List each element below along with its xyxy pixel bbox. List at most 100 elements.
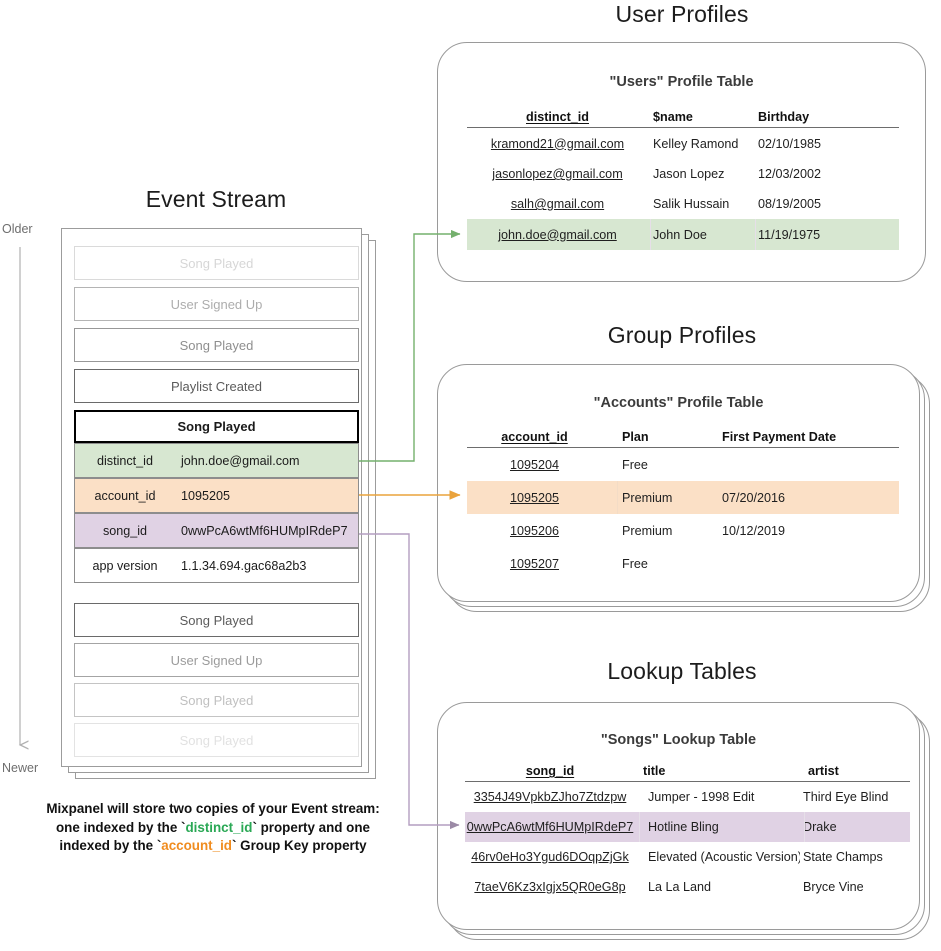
table-row[interactable]: 1095204 Free [467,448,899,481]
cell-song-id: 0wwPcA6wtMf6HUMpIRdeP7 [466,820,634,834]
event-row[interactable]: Playlist Created [74,369,359,403]
table-row[interactable]: salh@gmail.com Salik Hussain 08/19/2005 [467,189,899,219]
caption-line-2-pre: one indexed by the ` [56,819,186,835]
event-row[interactable]: User Signed Up [74,287,359,321]
column-header-birthday: Birthday [758,110,810,124]
focused-event-name: Song Played [177,419,256,434]
caption-token-account-id: account_id [161,838,232,853]
event-row[interactable]: User Signed Up [74,643,359,677]
column-header-name: $name [653,110,693,124]
column-header-distinct-id: distinct_id [526,110,589,124]
cell-birthday: 12/03/2002 [758,167,822,181]
property-key: account_id [94,488,156,503]
cell-name: John Doe [653,227,707,242]
column-header-song-id: song_id [525,764,575,778]
event-row-label: User Signed Up [170,296,263,312]
table-row[interactable]: 1095207 Free [467,547,899,580]
table-row[interactable]: 3354J49VpkbZJho7Ztdzpw Jumper - 1998 Edi… [465,782,910,812]
users-profile-table: distinct_id $name Birthday kramond21@gma… [467,100,899,250]
table-header-row: account_id Plan First Payment Date [467,420,899,448]
cell-name: Kelley Ramond [653,136,739,151]
event-row-label: User Signed Up [170,652,263,668]
table-row-highlighted[interactable]: 0wwPcA6wtMf6HUMpIRdeP7 Hotline Bling Dra… [465,812,910,842]
table-row[interactable]: jasonlopez@gmail.com Jason Lopez 12/03/2… [467,159,899,189]
table-row-highlighted[interactable]: 1095205 Premium 07/20/2016 [467,481,899,514]
cell-account-id: 1095205 [509,490,560,505]
event-row[interactable]: Song Played [74,683,359,717]
property-value: john.doe@gmail.com [181,453,300,468]
table-header-row: song_id title artist [465,756,910,782]
cell-title: Jumper - 1998 Edit [648,790,755,804]
cell-title: Elevated (Acoustic Version) [648,850,800,864]
cell-artist: State Champs [803,850,883,864]
table-row[interactable]: 7taeV6Kz3xIgjx5QR0eG8p La La Land Bryce … [465,872,910,902]
cell-song-id: 3354J49VpkbZJho7Ztdzpw [473,790,627,804]
event-property-distinct-id[interactable]: distinct_id john.doe@gmail.com [74,443,359,478]
axis-label-newer: Newer [2,761,39,775]
cell-birthday: 02/10/1985 [758,136,822,151]
column-header-account-id: account_id [501,430,568,444]
table-row-highlighted[interactable]: john.doe@gmail.com John Doe 11/19/1975 [467,219,899,250]
event-row-label: Song Played [179,612,254,628]
users-table-title: "Users" Profile Table [609,74,754,90]
cell-artist: Drake [803,820,837,834]
event-row[interactable]: Song Played [74,328,359,362]
event-row-label: Song Played [179,732,254,748]
cell-artist: Third Eye Blind [803,790,889,804]
cell-name: Jason Lopez [653,167,725,181]
event-row-label: Song Played [179,337,254,353]
stream-caption: Mixpanel will store two copies of your E… [38,800,388,856]
cell-plan: Free [622,457,648,472]
focused-event-header[interactable]: Song Played [74,410,359,443]
table-row[interactable]: 46rv0eHo3Ygud6DOqpZjGk Elevated (Acousti… [465,842,910,872]
event-row[interactable]: Song Played [74,723,359,757]
cell-song-id: 7taeV6Kz3xIgjx5QR0eG8p [474,880,626,894]
event-row-label: Song Played [179,255,254,271]
cell-plan: Premium [622,490,673,505]
cell-plan: Premium [622,523,673,538]
column-header-first-payment-date: First Payment Date [722,430,837,444]
songs-table-title: "Songs" Lookup Table [600,732,757,748]
section-title-user-profiles: User Profiles [615,1,749,27]
caption-token-distinct-id: distinct_id [185,819,253,835]
property-value: 0wwPcA6wtMf6HUMpIRdeP7 [181,523,348,538]
event-stream-panel: Song Played User Signed Up Song Played P… [0,0,420,951]
caption-line-3-post: ` Group Key property [231,838,367,853]
table-header-row: distinct_id $name Birthday [467,100,899,128]
event-row-label: Song Played [179,692,254,708]
cell-account-id: 1095207 [509,556,560,571]
table-row[interactable]: kramond21@gmail.com Kelley Ramond 02/10/… [467,128,899,159]
section-title-lookup-tables: Lookup Tables [607,658,757,684]
property-key: app version [92,558,158,573]
caption-line-2-post: ` property and one [252,819,370,835]
cell-distinct-id: kramond21@gmail.com [490,136,625,151]
songs-lookup-table: song_id title artist 3354J49VpkbZJho7Ztd… [465,756,910,902]
caption-line-1: Mixpanel will store two copies of your E… [46,801,380,816]
event-row[interactable]: Song Played [74,246,359,280]
cell-first-payment-date: 10/12/2019 [722,523,786,538]
cell-distinct-id: john.doe@gmail.com [498,227,617,242]
axis-label-older: Older [2,222,33,236]
table-row[interactable]: 1095206 Premium 10/12/2019 [467,514,899,547]
caption-line-2: one indexed by the `distinct_id` propert… [38,819,388,838]
column-header-plan: Plan [622,430,649,444]
event-row-label: Playlist Created [170,378,263,394]
event-property-song-id[interactable]: song_id 0wwPcA6wtMf6HUMpIRdeP7 [74,513,359,548]
event-row[interactable]: Song Played [74,603,359,637]
cell-account-id: 1095204 [509,457,560,472]
cell-distinct-id: salh@gmail.com [510,197,605,211]
section-title-event-stream: Event Stream [145,186,287,212]
column-header-artist: artist [808,764,839,778]
column-header-title: title [643,764,666,778]
property-key: song_id [102,523,148,538]
cell-name: Salik Hussain [653,197,730,211]
accounts-profile-table: account_id Plan First Payment Date 10952… [467,420,899,580]
property-key: distinct_id [96,453,153,468]
event-property-account-id[interactable]: account_id 1095205 [74,478,359,513]
cell-artist: Bryce Vine [803,880,864,894]
cell-plan: Free [622,556,648,571]
cell-song-id: 46rv0eHo3Ygud6DOqpZjGk [471,850,629,864]
property-value: 1095205 [181,488,231,503]
cell-account-id: 1095206 [509,523,560,538]
event-property-app-version[interactable]: app version 1.1.34.694.gac68a2b3 [74,548,359,583]
